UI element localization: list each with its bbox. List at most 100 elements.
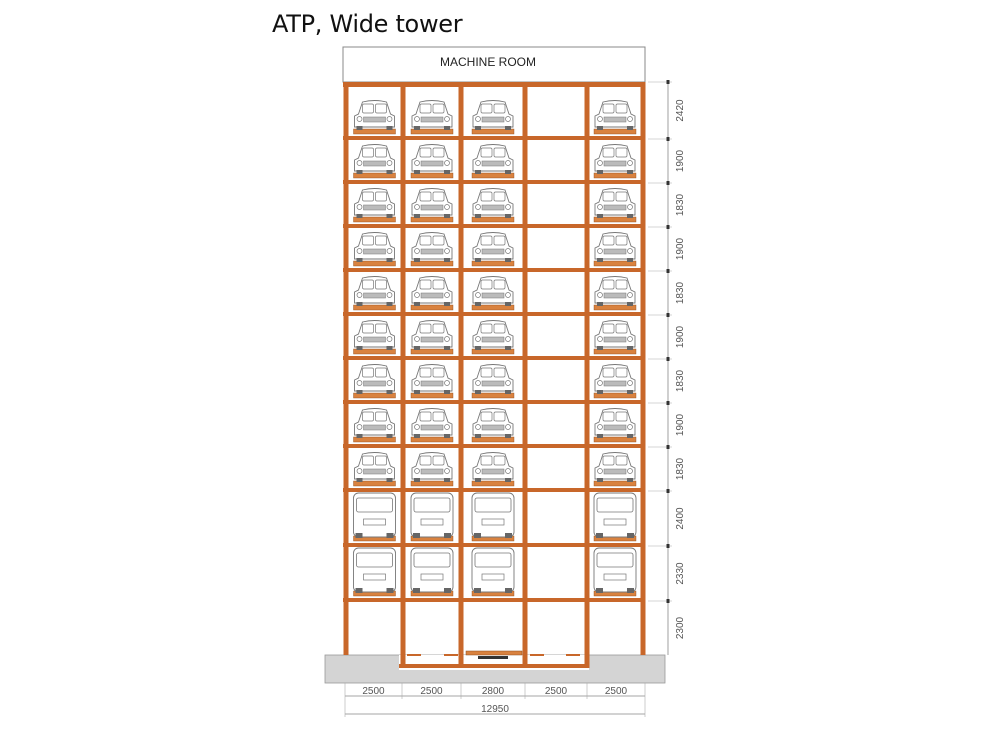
level-height-label: 2400 xyxy=(675,507,686,530)
pallet xyxy=(471,348,515,355)
pallet xyxy=(353,480,396,487)
lift-carriage xyxy=(478,656,508,659)
window xyxy=(432,191,445,202)
van-body xyxy=(593,547,637,593)
car-body xyxy=(411,144,453,172)
window xyxy=(602,235,615,246)
window xyxy=(493,323,506,334)
window xyxy=(493,235,506,246)
bay-width-label: 2500 xyxy=(420,686,443,697)
pallet xyxy=(593,216,637,223)
wheel xyxy=(475,258,481,262)
grille xyxy=(363,424,386,431)
wheel xyxy=(597,346,603,350)
car-icon xyxy=(471,320,515,355)
wheel xyxy=(475,302,481,306)
bay-width-label: 2800 xyxy=(482,686,505,697)
window xyxy=(362,411,374,422)
window xyxy=(375,235,387,246)
pallet xyxy=(471,260,515,267)
van-icon xyxy=(593,547,637,597)
level-height-label: 2420 xyxy=(675,99,686,122)
grille xyxy=(363,204,386,211)
window xyxy=(362,455,374,466)
headlight xyxy=(627,380,633,386)
grille xyxy=(363,116,386,123)
window xyxy=(615,147,628,158)
total-width-label: 12950 xyxy=(481,704,509,715)
car-body xyxy=(594,232,636,260)
headlight xyxy=(386,292,393,298)
wheel xyxy=(386,346,393,350)
headlight xyxy=(475,160,481,166)
car-body xyxy=(594,408,636,436)
car-body xyxy=(354,276,395,304)
car-icon xyxy=(471,452,515,487)
window xyxy=(602,411,615,422)
wheel xyxy=(386,390,393,394)
wheel xyxy=(627,533,634,538)
van-body xyxy=(471,547,515,593)
car-icon xyxy=(471,144,515,179)
car-icon xyxy=(353,408,396,443)
wheel xyxy=(356,214,363,218)
headlight xyxy=(627,468,633,474)
grille xyxy=(420,292,444,299)
column xyxy=(640,82,646,655)
wheel xyxy=(356,126,363,130)
pallet xyxy=(593,348,637,355)
floor-beam xyxy=(343,180,645,184)
column xyxy=(522,82,528,668)
window xyxy=(419,235,432,246)
grille xyxy=(481,424,505,431)
dimension-tick xyxy=(666,225,670,229)
headlight xyxy=(475,248,481,254)
car-icon xyxy=(593,188,637,223)
wheel xyxy=(505,214,511,218)
floor-beam xyxy=(343,543,645,547)
level-height-label: 2300 xyxy=(675,616,686,639)
car-icon xyxy=(471,100,515,135)
level-height-label: 1900 xyxy=(675,325,686,348)
grille xyxy=(420,160,444,167)
window xyxy=(419,103,432,114)
window xyxy=(480,367,493,378)
headlight xyxy=(627,336,633,342)
window xyxy=(493,103,506,114)
level-height-label: 1830 xyxy=(675,281,686,304)
grille xyxy=(603,424,627,431)
wheel xyxy=(475,214,481,218)
wheel xyxy=(414,258,420,262)
wheel xyxy=(475,346,481,350)
car-icon xyxy=(471,276,515,311)
headlight xyxy=(356,204,363,210)
headlight xyxy=(356,380,363,386)
car-body xyxy=(354,100,395,128)
window xyxy=(615,279,628,290)
floor-beam xyxy=(343,488,645,492)
windshield xyxy=(474,497,512,513)
window xyxy=(480,103,493,114)
car-body xyxy=(354,320,395,348)
wheel xyxy=(444,478,450,482)
car-body xyxy=(411,232,453,260)
headlight xyxy=(356,336,363,342)
window xyxy=(362,191,374,202)
wheel xyxy=(386,258,393,262)
grille xyxy=(420,248,444,255)
window xyxy=(615,235,628,246)
wheel xyxy=(627,478,633,482)
wheel xyxy=(597,214,603,218)
pallet xyxy=(353,436,396,443)
headlight xyxy=(386,204,393,210)
wheel xyxy=(505,533,512,538)
window xyxy=(493,367,506,378)
window xyxy=(493,147,506,158)
car-icon xyxy=(410,188,454,223)
car-icon xyxy=(410,452,454,487)
headlight xyxy=(627,424,633,430)
headlight xyxy=(386,160,393,166)
wheel xyxy=(356,346,363,350)
top-beam xyxy=(343,82,645,87)
